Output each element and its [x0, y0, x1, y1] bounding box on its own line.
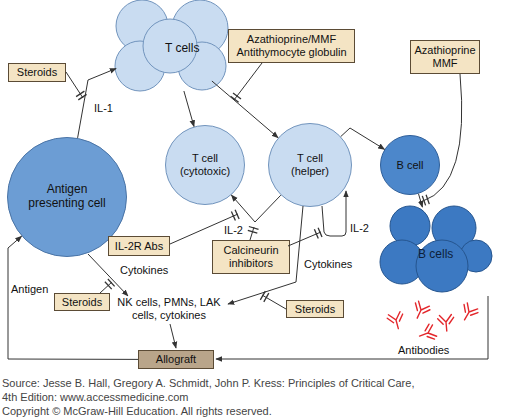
cell-shape [416, 240, 468, 292]
signal-label: Cytokines [120, 264, 168, 277]
connector-arrow [419, 194, 423, 207]
cytotoxic-t-cell: T cell (cytotoxic) [165, 125, 245, 205]
block-bar [426, 195, 429, 204]
autocrine-loop [322, 191, 346, 236]
node-text: T cell (helper) [280, 152, 340, 177]
block-bar [260, 291, 265, 300]
node-text: Steroids [295, 303, 335, 316]
edge-label: IL-2 [224, 224, 243, 237]
node-text: Steroids [62, 296, 102, 309]
b-cell-cluster: B cells [378, 206, 492, 294]
helper-t-cell: T cell (helper) [268, 123, 352, 207]
block-bar [422, 196, 425, 206]
cytokine-arrow [88, 254, 128, 296]
inhibitor-line [100, 282, 112, 293]
b-cell: B cell [380, 135, 440, 195]
edge-label: Antigen [11, 283, 48, 296]
t-cell-cluster: T cells [108, 0, 234, 92]
node-text: Antigen presenting cell [27, 183, 107, 211]
layout-wires [88, 191, 488, 359]
cell-shape [381, 136, 440, 195]
node-text: Calcineurin inhibitors [215, 244, 287, 269]
inhibitor-line [423, 74, 462, 201]
drug-box: IL-2R Abs [108, 236, 170, 256]
antibody-symbol [410, 300, 431, 321]
inhibitor-lines [66, 63, 462, 309]
allograft-box: Allograft [138, 350, 214, 369]
connector-arrow [184, 91, 194, 127]
antibody-arrow [216, 296, 488, 359]
node-text: Allograft [156, 353, 196, 366]
inhibitor-line [262, 295, 286, 309]
node-text: Steroids [17, 66, 57, 79]
cell-shape [390, 206, 430, 246]
effector-arrow [170, 324, 176, 348]
node-text: T cell (cytotoxic) [174, 152, 236, 177]
block-bar [264, 293, 269, 302]
copyright-note: Copyright © McGraw-Hill Education. All r… [2, 405, 272, 417]
connector-arrow [8, 236, 138, 359]
block-bar [318, 228, 322, 237]
node-text: Azathioprine MMF [413, 44, 477, 69]
inhibitor-line [288, 232, 321, 246]
source-note: Source: Jesse B. Hall, Gregory A. Schmid… [2, 377, 414, 390]
node-text: B cell [385, 159, 435, 172]
inhibitor-line [66, 72, 83, 98]
drug-box: Azathioprine/MMF Antithymocyte globulin [228, 29, 355, 63]
block-bar [314, 229, 318, 238]
effector-label: NK cells, PMNs, LAK cells, cytokines [116, 296, 222, 322]
inhibitor-line [234, 63, 262, 100]
inhibitor-line [170, 214, 238, 244]
block-bar [78, 94, 86, 100]
node-text: T cells [165, 42, 199, 56]
block-bar [108, 279, 115, 286]
inhibitor-line [250, 227, 254, 240]
cell-shape [269, 124, 352, 207]
cytokine-arrow [228, 206, 303, 304]
antibody-symbol [458, 302, 480, 324]
edge-layer [8, 69, 422, 360]
connector-arrow [78, 69, 117, 138]
antibody-symbol [437, 314, 454, 331]
drug-box: Steroids [286, 300, 344, 318]
node-text: IL-2R Abs [115, 240, 163, 253]
signal-label: Antibodies [398, 344, 449, 357]
block-bar [231, 96, 239, 102]
block-bar [105, 282, 112, 289]
drug-box: Steroids [54, 293, 110, 311]
drug-box: Calcineurin inhibitors [212, 240, 290, 274]
node-text: B cells [418, 248, 453, 262]
antibody-symbols [386, 300, 479, 343]
antibody-symbol [386, 311, 406, 331]
block-bar [249, 227, 259, 230]
connector-arrow [341, 128, 385, 149]
block-bar [248, 230, 257, 233]
connector-arrow [231, 195, 280, 222]
antibody-symbol [417, 323, 438, 344]
block-bar [235, 210, 239, 219]
edge-label: IL-1 [94, 102, 113, 115]
drug-box: Steroids [8, 63, 66, 82]
drug-box: Azathioprine MMF [410, 40, 480, 74]
source-note: 4th Edition: www.accessmedicine.com [2, 391, 188, 404]
signal-label: IL-2 [350, 222, 369, 235]
connector-arrow [212, 81, 278, 138]
cell-shape [166, 126, 245, 205]
node-text: Azathioprine/MMF Antithymocyte globulin [231, 33, 352, 58]
block-bar [76, 91, 84, 97]
block-bar [233, 93, 241, 99]
signal-label: Cytokines [304, 258, 352, 271]
block-bar [231, 211, 235, 220]
